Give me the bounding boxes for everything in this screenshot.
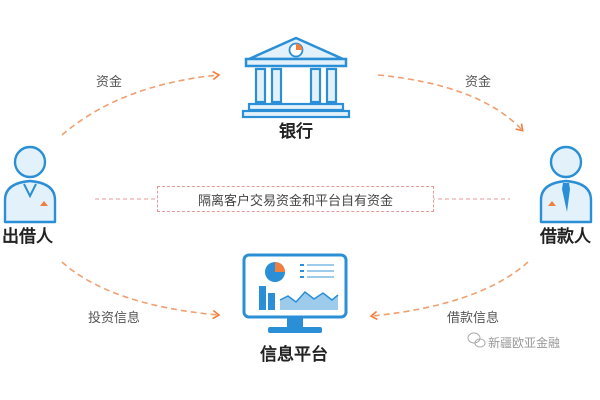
flow-label-borrower-to-platform: 借款信息 <box>447 311 500 326</box>
watermark-text: 新疆欧亚金融 <box>488 336 561 350</box>
borrower-label: 借款人 <box>540 227 591 247</box>
watermark: 新疆欧亚金融 <box>470 334 560 351</box>
arrow-lender-to-bank <box>61 70 221 136</box>
bank-label: 银行 <box>279 122 313 142</box>
isolation-note-box: 隔离客户交易资金和平台自有资金 <box>157 186 434 212</box>
flow-label-bank-to-borrower: 资金 <box>465 75 492 90</box>
arrow-bank-to-borrower <box>377 74 524 132</box>
isolation-note: 隔离客户交易资金和平台自有资金 <box>197 193 393 209</box>
bank-building-icon <box>241 36 351 119</box>
flow-label-lender-to-bank: 资金 <box>96 75 123 90</box>
arrow-borrower-to-platform <box>369 261 529 321</box>
monitor-dashboard-icon <box>242 253 348 333</box>
person-icon <box>3 145 57 224</box>
person-with-tie-icon <box>539 145 593 224</box>
lender-label: 出借人 <box>2 227 53 247</box>
arrow-lender-to-platform <box>61 261 221 320</box>
platform-label: 信息平台 <box>260 345 328 365</box>
flow-label-lender-to-platform: 投资信息 <box>88 311 141 326</box>
wechat-icon <box>467 332 486 348</box>
